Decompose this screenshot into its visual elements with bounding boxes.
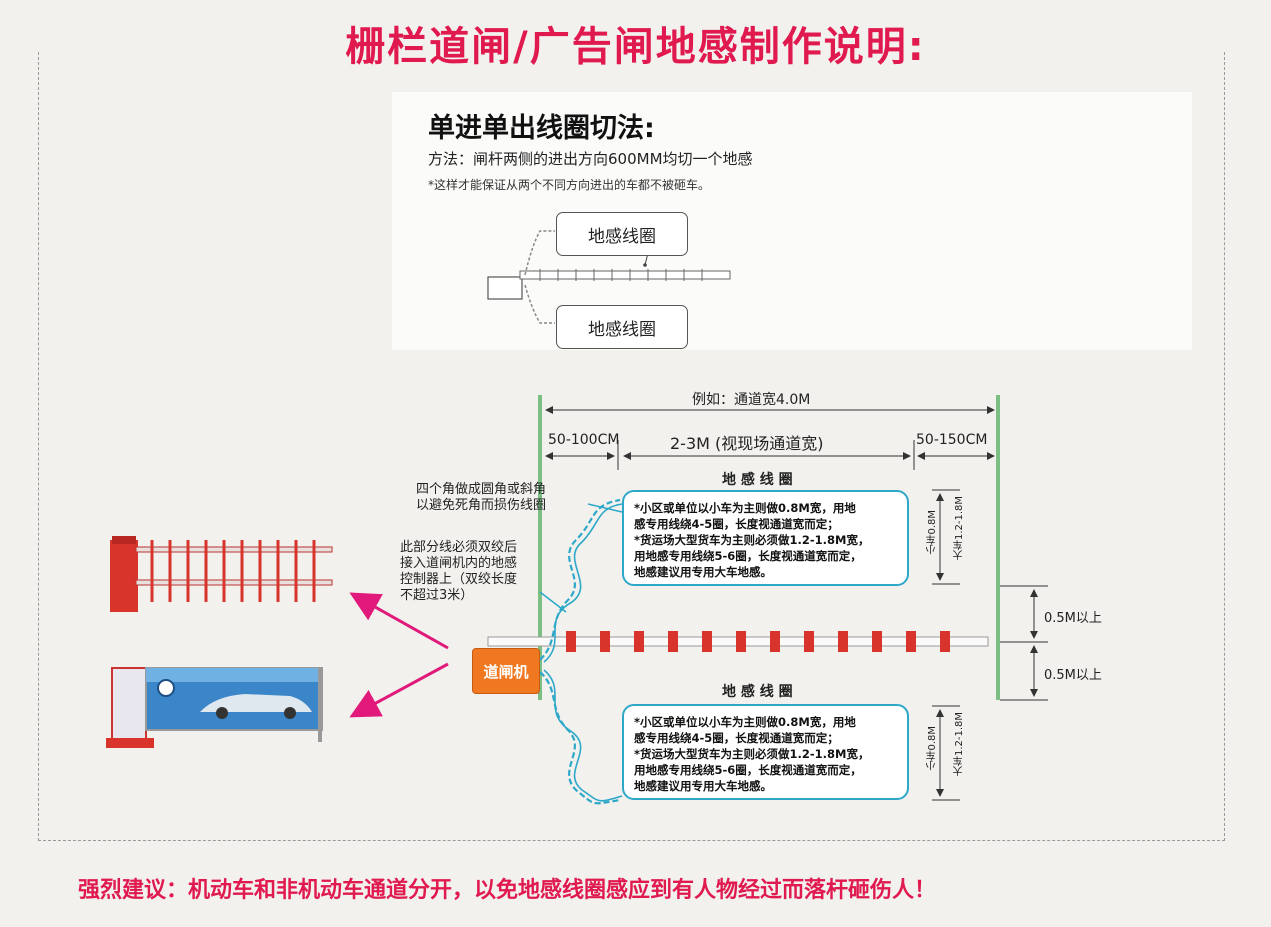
offset-bottom-label: 0.5M以上 <box>1044 668 1102 683</box>
page-border <box>38 52 1225 841</box>
mini-controller <box>487 276 523 300</box>
twisted-wire-top-2 <box>543 503 623 663</box>
twisted-wire-bottom-2 <box>543 669 623 802</box>
twist-note-line-2: 接入道闸机内的地感 <box>400 556 518 571</box>
twist-note-line-1: 此部分线必须双绞后 <box>400 540 518 555</box>
advertising-barrier-gate-image <box>106 667 323 748</box>
corner-note: 四个角做成圆角或斜角 以避免死角而损伤线圈 <box>416 482 546 514</box>
mini-coil-bottom-label: 地感线圈 <box>588 319 656 340</box>
mini-coil-top: 地感线圈 <box>556 212 688 256</box>
mini-coil-bottom: 地感线圈 <box>556 305 688 349</box>
twisted-wire-top <box>539 498 621 661</box>
twisted-wire-bottom <box>539 671 621 805</box>
coil-top-line-1: *小区或单位以小车为主则做0.8M宽，用地 <box>634 501 856 515</box>
twist-note: 此部分线必须双绞后 接入道闸机内的地感 控制器上（双绞长度 不超过3米） <box>400 540 517 604</box>
coil-bottom-side-large: 大车1.2-1.8M <box>954 712 965 777</box>
section-method: 方法：闸杆两侧的进出方向600MM均切一个地感 <box>428 150 753 168</box>
twist-note-line-4: 不超过3米） <box>400 588 474 603</box>
coil-bottom-line-5: 地感建议用专用大车地感。 <box>634 779 772 793</box>
left-gap-label: 50-100CM <box>548 432 620 448</box>
gate-controller: 道闸机 <box>472 648 540 694</box>
coil-bottom-heading: 地 感 线 圈 <box>722 684 793 700</box>
mini-lead-wire-bottom <box>524 284 555 324</box>
section-heading: 单进单出线圈切法: <box>428 113 655 144</box>
coil-top-side-small: 小车0.8M <box>927 510 938 555</box>
arm-stripes <box>566 631 950 652</box>
corner-note-line-1: 四个角做成圆角或斜角 <box>416 482 547 497</box>
corner-note-line-2: 以避免死角而损伤线圈 <box>416 498 547 513</box>
corner-note-pointer <box>587 503 623 513</box>
coil-top-line-4: 用地感专用线绕5-6圈，长度视通道宽而定， <box>634 549 862 563</box>
coil-top-box: *小区或单位以小车为主则做0.8M宽，用地 感专用线绕4-5圈，长度视通道宽而定… <box>622 490 909 586</box>
offset-top-label: 0.5M以上 <box>1044 611 1102 626</box>
coil-top-heading: 地 感 线 圈 <box>722 472 793 488</box>
coil-bottom-line-3: *货运场大型货车为主则必须做1.2-1.8M宽， <box>634 747 870 761</box>
mini-lead-wire-top <box>524 230 555 276</box>
coil-top-line-5: 地感建议用专用大车地感。 <box>634 565 772 579</box>
lane-width-label: 例如：通道宽4.0M <box>688 389 815 409</box>
twist-note-line-3: 控制器上（双绞长度 <box>400 572 518 587</box>
page-title: 栅栏道闸/广告闸地感制作说明: <box>345 24 926 70</box>
coil-bottom-side-small: 小车0.8M <box>927 726 938 771</box>
coil-top-line-3: *货运场大型货车为主则必须做1.2-1.8M宽， <box>634 533 870 547</box>
coil-bottom-line-4: 用地感专用线绕5-6圈，长度视通道宽而定， <box>634 763 862 777</box>
section-note: *这样才能保证从两个不同方向进出的车都不被砸车。 <box>428 178 711 192</box>
middle-label: 2-3M (视现场通道宽) <box>670 434 824 453</box>
recommendation-text: 强烈建议：机动车和非机动车通道分开，以免地感线圈感应到有人物经过而落杆砸伤人！ <box>78 878 937 903</box>
fence-barrier-gate-image <box>110 536 333 612</box>
coil-top-side-large: 大车1.2-1.8M <box>954 496 965 561</box>
twist-note-pointer <box>539 591 567 613</box>
coil-bottom-line-2: 感专用线绕4-5圈，长度视通道宽而定； <box>634 731 839 745</box>
cut-method-panel <box>392 92 1192 350</box>
single-lane-schematic <box>487 230 731 324</box>
arrow-to-ad-gate <box>349 662 449 718</box>
mini-barrier-arm <box>519 270 731 280</box>
coil-bottom-box: *小区或单位以小车为主则做0.8M宽，用地 感专用线绕4-5圈，长度视通道宽而定… <box>622 704 909 800</box>
arrow-to-fence-gate <box>349 592 449 650</box>
right-gap-label: 50-150CM <box>916 432 988 448</box>
coil-bottom-line-1: *小区或单位以小车为主则做0.8M宽，用地 <box>634 715 856 729</box>
coil-top-line-2: 感专用线绕4-5圈，长度视通道宽而定； <box>634 517 839 531</box>
mini-coil-top-label: 地感线圈 <box>588 226 656 247</box>
